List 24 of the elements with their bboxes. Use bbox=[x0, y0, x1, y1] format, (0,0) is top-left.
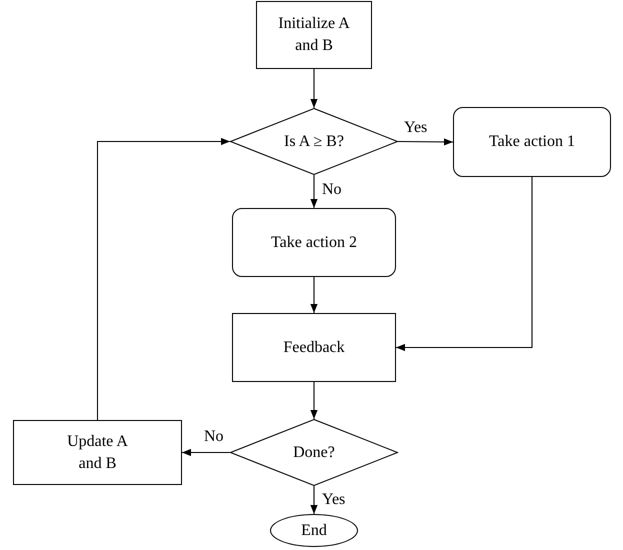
node-label: Take action 2 bbox=[271, 232, 357, 253]
arrow bbox=[396, 176, 532, 352]
rounded-process-box bbox=[453, 107, 611, 177]
process-box bbox=[232, 313, 396, 382]
node-label: Done? bbox=[293, 442, 335, 463]
node-label: Update A and B bbox=[66, 432, 129, 474]
arrow bbox=[310, 276, 318, 314]
arrow bbox=[310, 174, 318, 208]
node-label: Initialize A and B bbox=[278, 14, 350, 56]
process-box bbox=[256, 1, 372, 69]
arrow bbox=[310, 382, 318, 420]
node-label: Feedback bbox=[283, 338, 345, 358]
node-label: Take action 1 bbox=[489, 132, 575, 152]
decision-diamond bbox=[230, 419, 398, 486]
process-box bbox=[13, 420, 182, 485]
arrow bbox=[182, 448, 230, 456]
node-label: End bbox=[301, 520, 327, 541]
decision-diamond bbox=[230, 108, 398, 175]
rounded-process-box bbox=[232, 208, 396, 277]
arrow bbox=[97, 138, 230, 420]
arrow bbox=[310, 68, 318, 108]
arrow bbox=[310, 486, 318, 514]
arrow bbox=[398, 138, 454, 146]
node-label: Is A ≥ B? bbox=[284, 132, 344, 152]
